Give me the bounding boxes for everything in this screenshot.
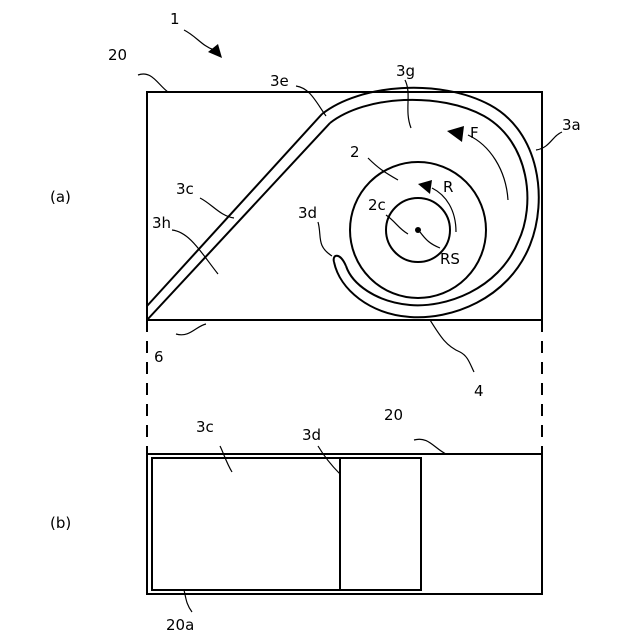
leader-rotor	[368, 158, 398, 180]
leader-bend	[296, 86, 326, 116]
label-flow: F	[470, 124, 479, 142]
label-bottom: 4	[474, 382, 484, 400]
label-side-wall-b: 3c	[196, 418, 214, 436]
label-end-a: 3d	[298, 204, 317, 222]
label-bend: 3e	[270, 72, 289, 90]
label-region: 3h	[152, 214, 171, 232]
side-wall-line-outer	[147, 114, 322, 306]
leader-end-b	[318, 446, 340, 474]
label-panel-a: (a)	[50, 188, 71, 206]
leader-axis	[420, 232, 440, 248]
panel-b: 20 3c 3d (b) 20a	[50, 406, 542, 634]
leader-housing-a	[138, 74, 168, 92]
label-rotor: 2	[350, 143, 360, 161]
label-side-wall-a: 3c	[176, 180, 194, 198]
label-panel-b: (b)	[50, 514, 71, 532]
label-passage: 3g	[396, 62, 415, 80]
leader-outer-wall	[536, 132, 562, 150]
inner-wall-curve	[330, 100, 527, 305]
label-rotation: R	[443, 178, 453, 196]
label-opening: 6	[154, 348, 164, 366]
leader-opening	[176, 324, 206, 335]
label-housing-b: 20	[384, 406, 403, 424]
label-rotor-core: 2c	[368, 196, 386, 214]
leader-housing-b	[414, 439, 446, 454]
rotation-arrowhead-icon	[418, 180, 432, 194]
label-housing-b-inner: 20a	[166, 616, 194, 634]
label-end-b: 3d	[302, 426, 321, 444]
label-axis: RS	[440, 250, 460, 268]
panel-a: 1 20 3e 3g 3a F 2 R (a) 3c 2c 3d 3h RS 6…	[50, 10, 581, 400]
leader-rotor-core	[386, 215, 408, 234]
outer-wall-curve	[322, 88, 539, 318]
label-housing-a: 20	[108, 46, 127, 64]
housing-b-outline	[147, 454, 542, 594]
label-ref-main: 1	[170, 10, 180, 28]
flow-arrowhead-icon	[447, 126, 464, 142]
ref-arrow-curve	[184, 30, 214, 50]
leader-bottom	[430, 320, 474, 372]
ref-arrowhead-icon	[208, 44, 222, 58]
housing-b-inner-outline	[152, 458, 421, 590]
label-outer-wall: 3a	[562, 116, 581, 134]
leader-end	[318, 222, 332, 256]
